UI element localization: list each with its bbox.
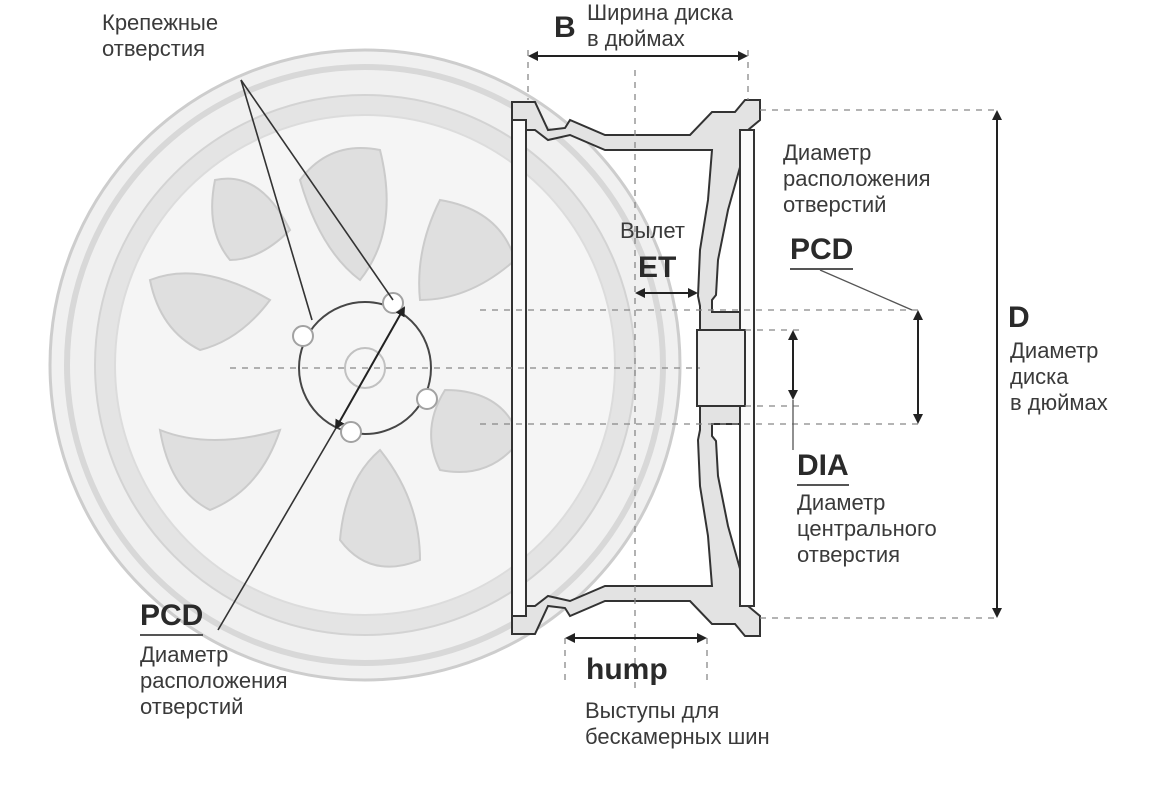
label-leaders <box>792 269 913 450</box>
d-desc-line2: диска <box>1010 363 1069 389</box>
b-desc-line2: в дюймах <box>587 25 685 51</box>
pcd-left-desc-line3: отверстий <box>140 693 244 719</box>
pcd-left-key: PCD <box>140 598 204 637</box>
et-word: Вылет <box>620 218 685 243</box>
hump-description: Выступы для бескамерных шин <box>585 698 770 750</box>
mount-holes-line1: Крепежные <box>102 10 219 35</box>
mount-holes-leaders <box>240 79 394 321</box>
b-desc-line1: Ширина диска <box>587 0 733 25</box>
hump-desc-line1: Выступы для <box>585 698 720 723</box>
mount-holes-line2: отверстия <box>102 35 206 61</box>
d-desc-line1: Диаметр <box>1010 338 1099 363</box>
d-desc-line3: в дюймах <box>1010 389 1108 415</box>
dia-key: DIA <box>797 448 849 487</box>
pcd-left-leader <box>217 427 337 631</box>
dia-desc-line2: центрального <box>797 515 937 541</box>
dia-desc-line3: отверстия <box>797 541 901 567</box>
pcd-left-description: Диаметр расположения отверстий <box>140 642 288 720</box>
pcd-right-description: Диаметр расположения отверстий <box>783 140 931 218</box>
dimension-arrows <box>528 51 1002 643</box>
d-description: Диаметр диска в дюймах <box>1010 338 1108 416</box>
guide-lines <box>230 50 1000 690</box>
hump-desc-line2: бескамерных шин <box>585 723 770 749</box>
b-description: Ширина диска в дюймах <box>587 0 733 52</box>
b-letter: B <box>554 11 576 44</box>
pcd-left-desc-line2: расположения <box>140 667 288 693</box>
pcd-right-desc-line3: отверстий <box>783 191 887 217</box>
wheel-front-view <box>48 48 682 682</box>
spoke-windows <box>148 147 522 568</box>
d-letter: D <box>1008 301 1030 334</box>
pcd-front-arrow <box>335 306 405 430</box>
dia-desc-line1: Диаметр <box>797 490 886 515</box>
et-key: ET <box>638 251 677 284</box>
pcd-right-desc-line2: расположения <box>783 165 931 191</box>
pcd-right-key: PCD <box>790 232 854 271</box>
mount-holes-label: Крепежные отверстия <box>102 10 218 62</box>
dia-description: Диаметр центрального отверстия <box>797 490 937 568</box>
pcd-right-desc-line1: Диаметр <box>783 140 872 165</box>
pcd-left-desc-line1: Диаметр <box>140 642 229 667</box>
hump-key: hump <box>586 653 668 686</box>
wheel-cross-section <box>511 99 761 637</box>
